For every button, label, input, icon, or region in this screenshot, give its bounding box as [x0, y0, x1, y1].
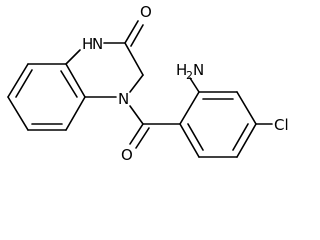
bond-benzo-double-a: [15, 69, 33, 98]
atom-n-amine: N: [193, 61, 204, 79]
bond-carbonyl-ch2: [124, 42, 144, 76]
bond-aryl-3: [236, 91, 257, 125]
bond-c8a-nh: [65, 49, 81, 65]
atom-o-top: O: [140, 3, 152, 21]
bond-aryl-4: [236, 123, 257, 158]
structure-svg: H N O N H 2 N Cl O: [7, 3, 289, 164]
bond-n-amide: [129, 105, 144, 125]
atom-h-amide: H: [82, 35, 93, 53]
bond-aryl-double-c: [187, 123, 204, 151]
bond-benzo-4: [65, 96, 86, 131]
bond-aryl-1: [179, 91, 200, 125]
bond-benzo-double-b: [60, 70, 78, 98]
atom-n-amide: N: [92, 35, 103, 53]
atom-cl: Cl: [274, 116, 289, 134]
bond-benzo-3: [65, 63, 86, 98]
bond-aryl-nh2: [189, 77, 200, 93]
bond-top-co-2: [130, 24, 144, 47]
bond-ch2-n: [129, 74, 144, 93]
molecule-drawing: H N O N H 2 N Cl O: [7, 3, 289, 164]
atom-n-ring: N: [118, 90, 129, 108]
bond-benzo-6: [7, 96, 29, 131]
atom-o-bottom: O: [121, 146, 133, 164]
bond-aryl-double-b: [232, 123, 249, 151]
bond-bottom-co-1: [129, 123, 144, 145]
atom-h-amine: H: [176, 61, 187, 79]
bond-top-co-1: [124, 20, 139, 44]
atom-h-amine-subscript: 2: [186, 69, 193, 82]
bond-bottom-co-2: [135, 127, 150, 149]
bond-benzo-1: [7, 63, 29, 98]
bond-aryl-6: [179, 123, 200, 158]
